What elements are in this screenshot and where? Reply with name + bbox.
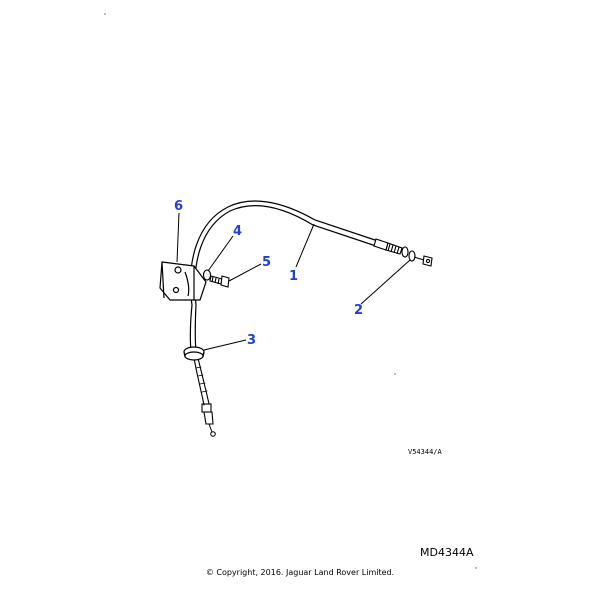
lower-end-fitting: [201, 403, 212, 413]
bolt-head: [220, 275, 230, 288]
adjuster-thread: [385, 242, 403, 255]
lower-inner-wire: [208, 423, 213, 433]
leader-2: [360, 259, 411, 305]
cable-lower-run-left: [189, 304, 193, 353]
cable-lower-sleeve-left: [193, 357, 205, 406]
upper-wire-nipple: [422, 255, 433, 267]
copyright-notice: © Copyright, 2016. Jaguar Land Rover Lim…: [205, 568, 395, 577]
leader-6: [176, 212, 180, 263]
callout-leaders: [176, 212, 411, 351]
bracket-hole: [174, 266, 182, 274]
bolt: [209, 275, 230, 288]
cable-assembly: [189, 200, 379, 437]
cable-sheath-outer: [189, 200, 379, 306]
leader-3: [203, 339, 247, 351]
bracket-clip: [184, 271, 190, 297]
callout-2: 2: [354, 303, 363, 318]
callout-labels: 1 2 3 4 5 6: [174, 199, 363, 348]
cable-sheath-inner: [194, 205, 377, 306]
stray-dot: [475, 567, 477, 569]
drawing-id: MD4344A: [420, 546, 474, 559]
grommet-groove: [184, 351, 204, 361]
callout-1: 1: [289, 269, 298, 284]
callout-4: 4: [233, 224, 242, 239]
leader-5: [228, 263, 262, 282]
adjuster-locknut: [401, 246, 409, 258]
cable-lower-sleeve-right: [197, 357, 210, 405]
bracket-slot: [172, 286, 180, 294]
leader-1: [295, 223, 315, 268]
washer: [202, 269, 212, 281]
bracket-flange: [161, 261, 195, 300]
bracket-plate: [159, 261, 207, 301]
illustration-reference: V54344/A: [408, 448, 443, 456]
grommet: [183, 346, 205, 361]
stray-dot: [394, 373, 396, 375]
grommet-body: [183, 351, 205, 358]
sleeve-ribs: [195, 366, 208, 393]
cable-lower-run-right: [194, 304, 197, 353]
leader-4: [207, 235, 234, 272]
mounting-bracket: [159, 261, 207, 301]
callout-3: 3: [247, 333, 256, 348]
upper-inner-wire: [413, 256, 425, 261]
cable-upper-end: [373, 238, 433, 267]
lower-end-fitting-body: [203, 411, 214, 425]
adjuster-washer: [408, 250, 416, 262]
callout-5: 5: [262, 255, 271, 270]
callout-6: 6: [174, 199, 183, 214]
upper-wire-nipple-eye: [425, 258, 431, 264]
lower-wire-eye: [210, 431, 216, 437]
stray-dot: [104, 13, 106, 15]
